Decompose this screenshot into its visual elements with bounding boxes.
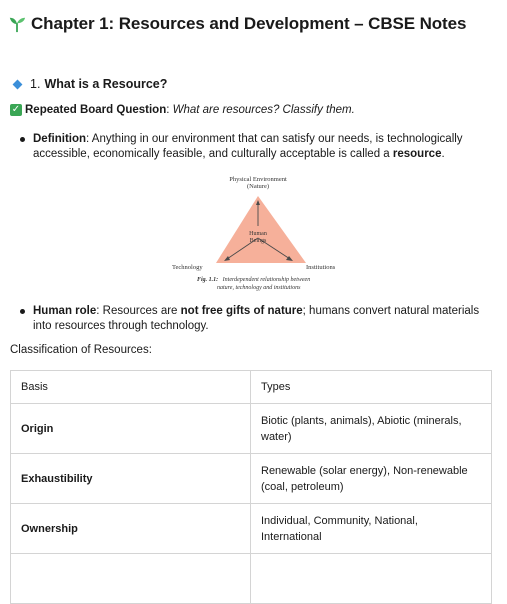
table-header-row: Basis Types (10, 370, 492, 404)
figure-caption-number: Fig. 1.1: (197, 277, 218, 283)
figure-right-label: Institutions (306, 264, 336, 271)
board-question: ✓ Repeated Board Question: What are reso… (10, 104, 355, 116)
section-number: 1. (30, 77, 41, 91)
sprout-icon (9, 17, 26, 33)
human-role-emphasis: not free gifts of nature (180, 305, 303, 317)
table-row-partial (10, 553, 492, 604)
figure-center-label-1: Human (249, 231, 267, 237)
figure-top-label-2: (Nature) (247, 183, 269, 190)
definition-text: : Anything in our environment that can s… (33, 133, 463, 160)
board-question-text: What are resources? Classify them. (172, 104, 355, 116)
check-mark-icon: ✓ (10, 104, 22, 116)
figure-center-label-2: Beings (250, 238, 267, 244)
table-cell-basis: Ownership (10, 503, 251, 554)
page-title: Chapter 1: Resources and Development – C… (8, 14, 466, 34)
section-heading-text: What is a Resource? (44, 77, 168, 91)
resource-triangle-figure: Physical Environment (Nature) Human Bein… (165, 174, 355, 294)
diamond-icon (12, 79, 23, 89)
table-header-types: Types (250, 370, 492, 404)
table-cell-types: Renewable (solar energy), Non-renewable … (250, 453, 492, 504)
figure-left-label: Technology (172, 264, 203, 271)
table-cell-basis: Origin (10, 403, 251, 454)
figure-caption-line-1: Interdependent relationship between (222, 277, 311, 283)
human-role-term: Human role (33, 305, 97, 317)
table-cell-types: Individual, Community, National, Interna… (250, 503, 492, 554)
human-role-bullet: Human role: Resources are not free gifts… (20, 304, 483, 334)
human-role-text-2: ; humans convert natural materials into … (33, 305, 480, 332)
board-question-label: Repeated Board Question (25, 104, 167, 116)
svg-text:Fig. 1.1: Interdependent: Fig. 1.1: Interdependent relationship be… (197, 277, 310, 283)
figure-top-label-1: Physical Environment (229, 176, 287, 183)
table-header-basis: Basis (10, 370, 251, 404)
triangle-shape (216, 196, 306, 263)
classification-label: Classification of Resources: (10, 344, 152, 356)
definition-keyword: resource (392, 148, 442, 160)
table-cell-types: Biotic (plants, animals), Abiotic (miner… (250, 403, 492, 454)
table-row: Origin Biotic (plants, animals), Abiotic… (10, 403, 492, 454)
table-cell-basis: Exhaustibility (10, 453, 251, 504)
table-row: Exhaustibility Renewable (solar energy),… (10, 453, 492, 504)
definition-term: Definition (33, 133, 87, 145)
human-role-text-1: : Resources are (96, 305, 181, 317)
classification-table: Basis Types Origin Biotic (plants, anima… (10, 370, 492, 604)
figure-caption-line-2: nature, technology and institutions (217, 285, 301, 291)
triangle-diagram: Physical Environment (Nature) Human Bein… (172, 176, 336, 291)
table-row: Ownership Individual, Community, Nationa… (10, 503, 492, 554)
definition-bullet: Definition: Anything in our environment … (20, 132, 483, 162)
page-title-text: Chapter 1: Resources and Development – C… (31, 14, 467, 33)
section-heading: 1. What is a Resource? (12, 77, 168, 91)
definition-end: . (441, 148, 445, 160)
board-question-separator: : (166, 104, 170, 116)
